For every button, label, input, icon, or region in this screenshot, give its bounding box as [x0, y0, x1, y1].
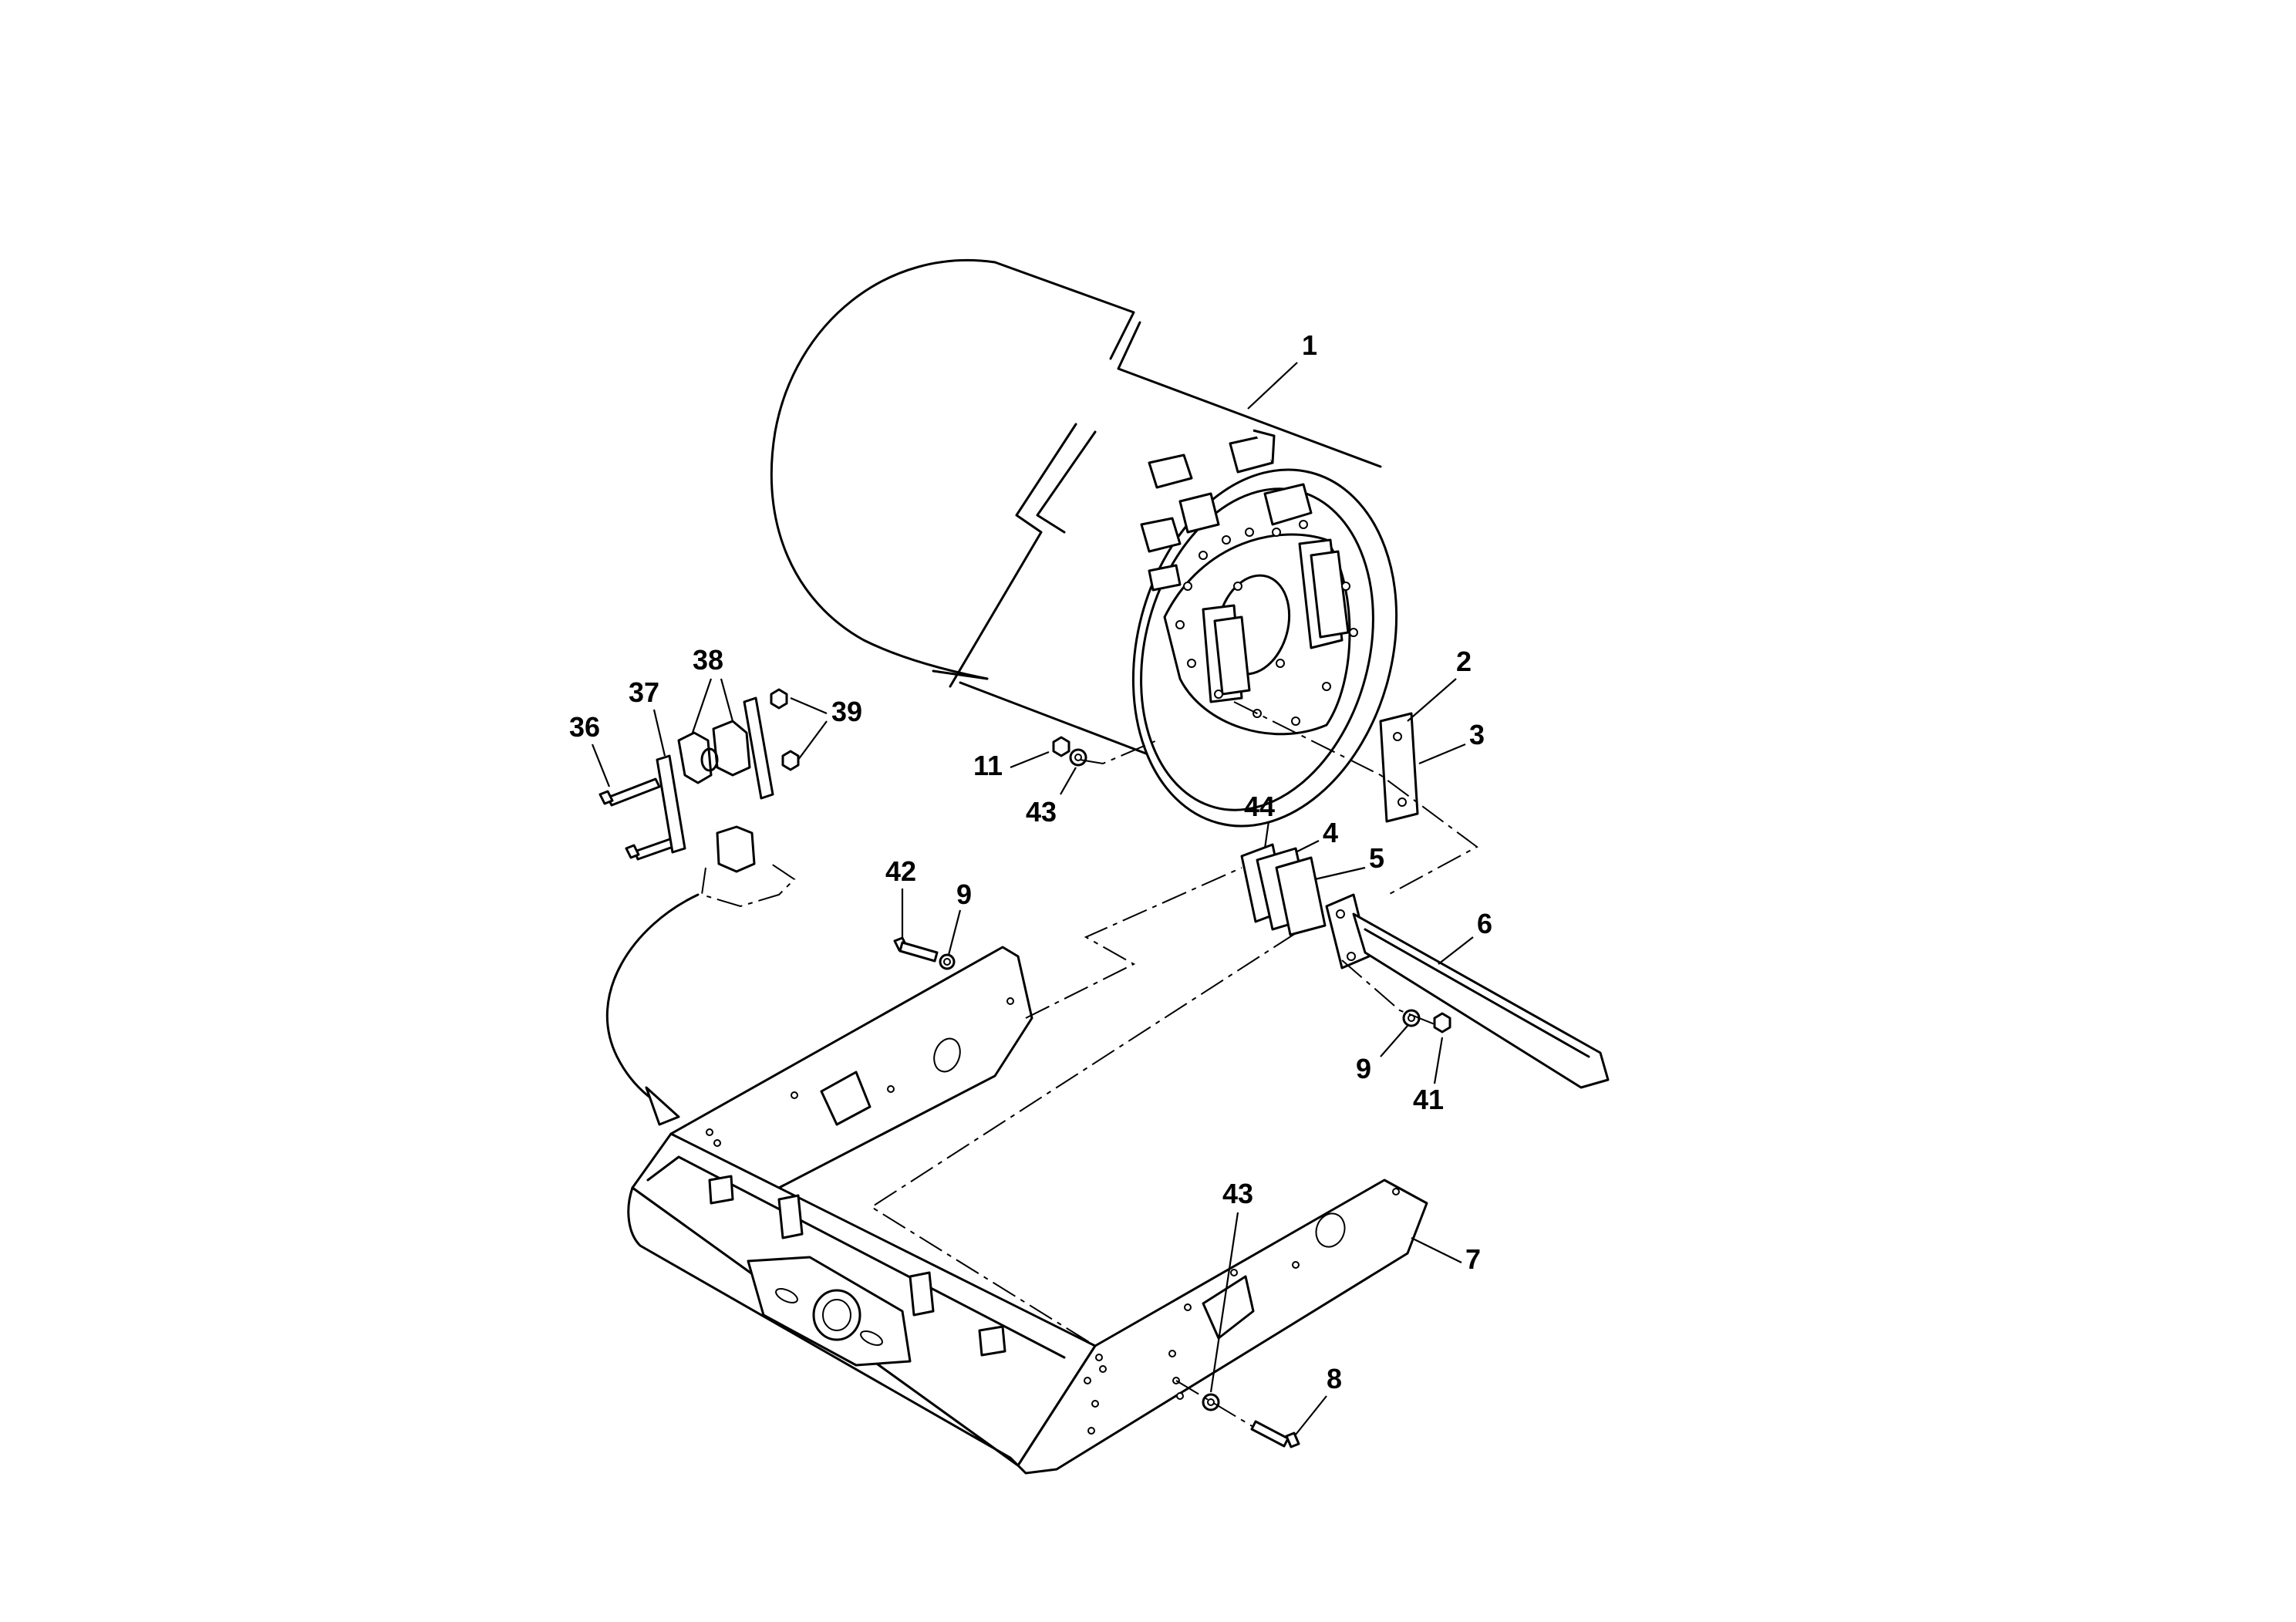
- callout-39: 39: [831, 696, 862, 727]
- drum-bolt-holes: [1175, 520, 1358, 726]
- frame-part-7: 7: [627, 946, 1481, 1475]
- callout-43-upper: 43: [1026, 796, 1057, 828]
- hardware-9-41: 9 41: [1356, 1009, 1451, 1115]
- callout-11: 11: [973, 750, 1003, 781]
- callout-44: 44: [1244, 791, 1275, 822]
- callout-5: 5: [1369, 842, 1384, 874]
- plate-part-2-3: 2 3: [1379, 646, 1485, 823]
- callout-37: 37: [629, 676, 659, 708]
- clamp-detail-36-39: 36 37 38 39: [569, 644, 862, 1126]
- callout-3: 3: [1469, 719, 1485, 750]
- drum-assembly: 1: [770, 258, 1398, 828]
- hardware-8-43: 43 8: [1202, 1178, 1342, 1448]
- callout-1: 1: [1302, 329, 1317, 361]
- callout-9-left: 9: [956, 878, 972, 910]
- assembly-centerlines: [870, 701, 1478, 1428]
- arm-part-6: 6: [1325, 893, 1610, 1089]
- callout-38: 38: [693, 644, 723, 676]
- hardware-42-9: 42 9: [885, 855, 972, 970]
- callout-42: 42: [885, 855, 916, 887]
- callout-9-right: 9: [1356, 1053, 1371, 1084]
- drum-surface-pads: [1140, 429, 1313, 592]
- callout-2: 2: [1456, 646, 1472, 677]
- mount-parts-44-4-5: 44 4 5: [1240, 791, 1384, 936]
- callout-36: 36: [569, 711, 600, 743]
- callout-6: 6: [1477, 908, 1492, 939]
- hardware-11-43: 11 43: [973, 736, 1087, 828]
- callout-41: 41: [1413, 1084, 1444, 1115]
- callout-7: 7: [1465, 1243, 1481, 1275]
- callout-4: 4: [1323, 817, 1338, 848]
- callout-8: 8: [1327, 1363, 1342, 1394]
- callout-43-lower: 43: [1222, 1178, 1253, 1209]
